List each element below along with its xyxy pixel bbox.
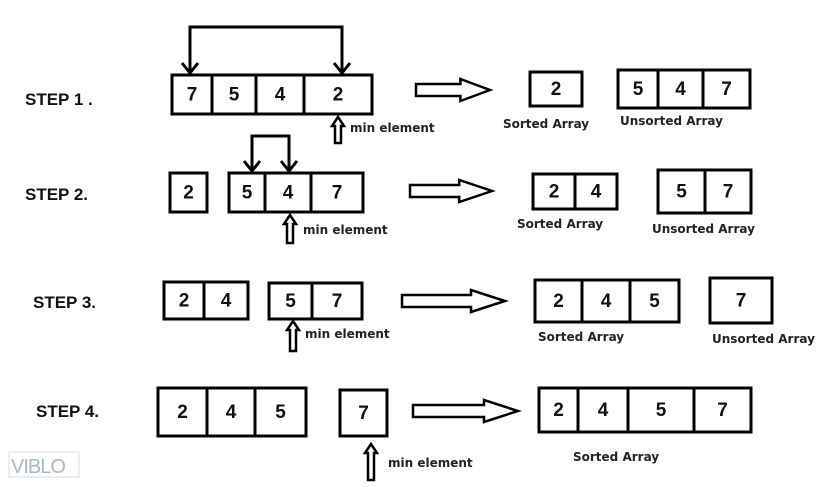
array-cell-value: 4 [598, 400, 609, 421]
array-cell-value: 7 [332, 291, 343, 312]
min-element-label: min element [303, 223, 388, 237]
array-cell-value: 4 [275, 85, 286, 106]
input-array: 7 5 4 2 [170, 73, 374, 116]
result-arrow-icon [411, 398, 523, 424]
array-cell-value: 2 [549, 182, 560, 203]
array-cell-value: 2 [333, 85, 344, 106]
array-cell-value: 4 [601, 291, 612, 312]
sorted-array-outline [533, 278, 681, 324]
array-cell-value: 4 [283, 183, 294, 204]
sorted-array-outline [528, 70, 584, 108]
sorted-array: 2 4 5 7 [537, 386, 753, 434]
array-cell-value: 5 [633, 79, 644, 100]
array-cell-value: 7 [736, 291, 747, 312]
input-array-outline [338, 388, 389, 438]
array-cell-value: 4 [591, 182, 602, 203]
input-array: 7 [338, 388, 389, 438]
step-label: STEP 3. [33, 293, 96, 312]
sorted-array-label: Sorted Array [503, 117, 589, 131]
result-arrow-icon [414, 77, 494, 103]
sorted-array-outline [537, 386, 753, 434]
min-element-arrow-icon [284, 318, 302, 353]
viblo-watermark: VIBLO [8, 451, 80, 478]
array-cell-value: 4 [226, 402, 237, 423]
unsorted-array: 5 4 7 [616, 68, 752, 110]
unsorted-array-label: Unsorted Array [620, 114, 723, 128]
unsorted-array-outline [708, 276, 774, 325]
array-cell-value: 5 [656, 400, 667, 421]
sorted-array: 2 [528, 70, 584, 108]
step-label: STEP 4. [36, 402, 99, 421]
array-cell-value: 7 [721, 79, 732, 100]
sorted-array-label: Sorted Array [517, 217, 603, 231]
result-arrow-icon [408, 178, 496, 204]
array-cell-value: 2 [183, 183, 194, 204]
result-arrow-icon [400, 288, 510, 314]
array-cell-value: 7 [723, 182, 734, 203]
array-cell-value: 5 [676, 182, 687, 203]
swap-arrow-icon [242, 134, 299, 174]
input-array-outline [267, 281, 364, 321]
input-array: 5 4 7 [227, 171, 365, 214]
sorted-array-label: Sorted Array [573, 450, 659, 464]
input-array-outline [168, 171, 209, 214]
input-array-outline [170, 73, 374, 116]
swap-arrow-icon [180, 25, 352, 76]
array-cell-value: 5 [285, 291, 296, 312]
min-element-label: min element [350, 121, 435, 135]
unsorted-array-outline [616, 68, 752, 110]
array-cell-value: 2 [179, 291, 190, 312]
array-cell-value: 7 [187, 85, 198, 106]
unsorted-array: 7 [708, 276, 774, 325]
array-cell-value: 5 [242, 183, 253, 204]
min-element-label: min element [305, 327, 390, 341]
input-array-outline [227, 171, 365, 214]
sorted-array: 2 4 5 [533, 278, 681, 324]
step-label: STEP 2. [25, 185, 88, 204]
input-array: 2 4 5 [156, 386, 308, 438]
array-cell-value: 7 [332, 183, 343, 204]
array-cell-value: 5 [229, 85, 240, 106]
unsorted-array-label: Unsorted Array [712, 332, 815, 346]
array-cell-value: 5 [649, 291, 660, 312]
min-element-arrow-icon [281, 212, 299, 245]
input-array-outline [156, 386, 308, 438]
array-cell-value: 2 [553, 400, 564, 421]
array-cell-value: 2 [177, 402, 188, 423]
input-array: 2 [168, 171, 209, 214]
min-element-arrow-icon [362, 441, 380, 482]
array-cell-value: 4 [675, 79, 686, 100]
step-label: STEP 1 . [25, 90, 93, 109]
array-cell-value: 5 [275, 402, 286, 423]
input-array-outline [162, 280, 250, 321]
array-cell-value: 4 [221, 291, 232, 312]
array-cell-value: 7 [717, 400, 728, 421]
array-cell-value: 7 [358, 403, 369, 424]
array-cell-value: 2 [553, 291, 564, 312]
sorted-array-label: Sorted Array [538, 330, 624, 344]
unsorted-array-label: Unsorted Array [652, 222, 755, 236]
array-cell-value: 2 [551, 79, 562, 100]
min-element-label: min element [388, 456, 473, 470]
watermark-text: VIBLO [11, 456, 65, 478]
min-element-arrow-icon [329, 114, 347, 145]
